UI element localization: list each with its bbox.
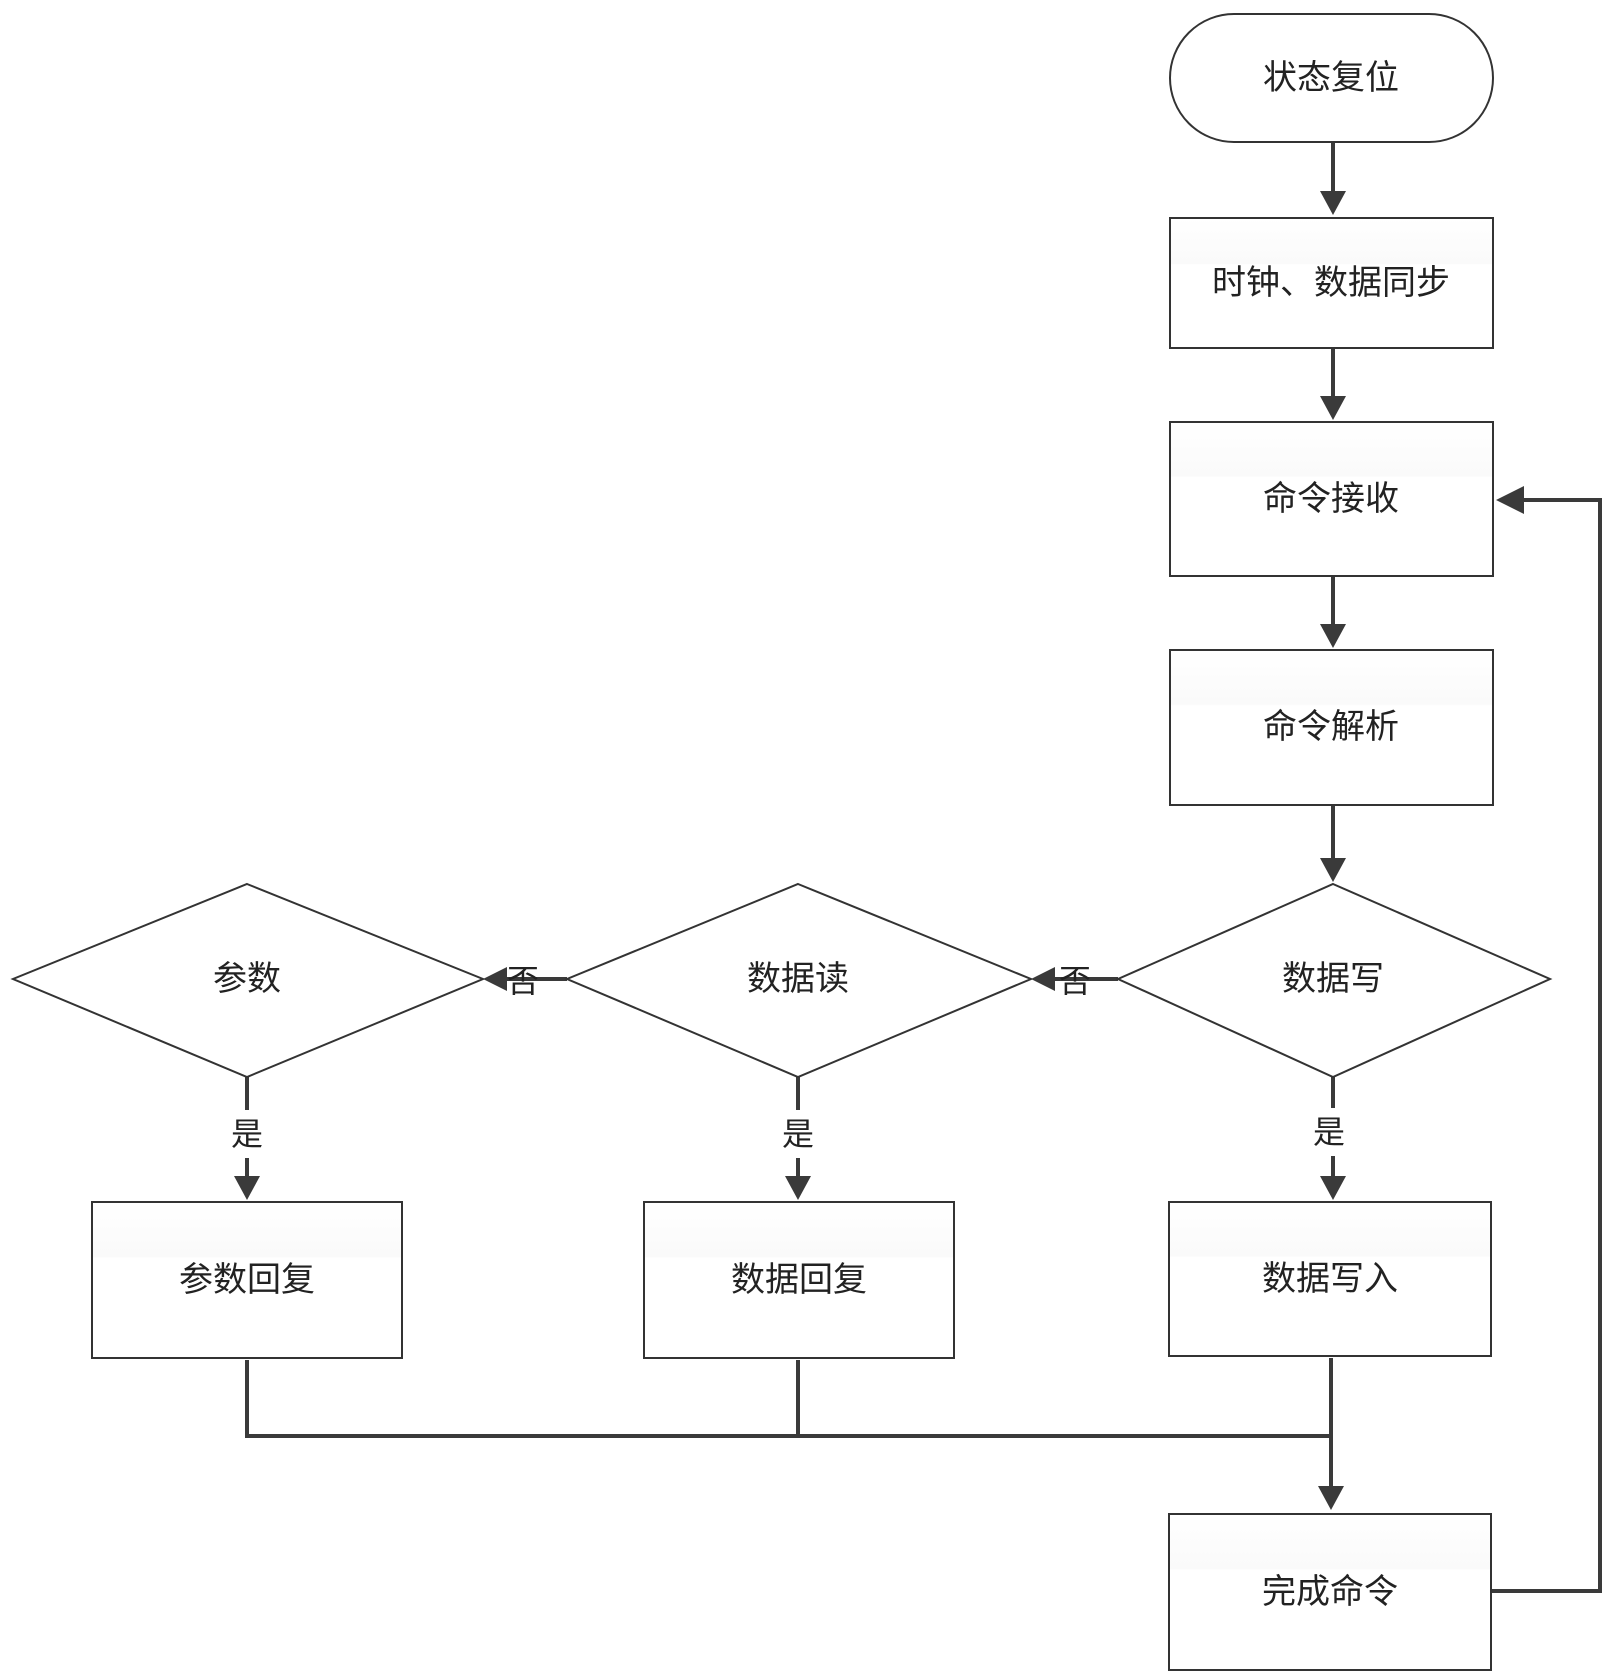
arrowhead-icon xyxy=(785,1176,811,1200)
node-read-check-label: 数据读 xyxy=(747,959,849,999)
arrowhead-icon xyxy=(1320,191,1346,215)
node-read-check: 数据读 xyxy=(564,882,1034,1079)
arrowhead-icon xyxy=(1320,624,1346,648)
label-yes-read: 是 xyxy=(782,1115,814,1153)
node-reset: 状态复位 xyxy=(1169,13,1494,143)
node-recv-label: 命令接收 xyxy=(1263,479,1399,519)
node-parse: 命令解析 xyxy=(1169,649,1494,806)
node-reset-label: 状态复位 xyxy=(1263,58,1399,98)
node-data-reply: 数据回复 xyxy=(643,1201,955,1359)
node-param-reply: 参数回复 xyxy=(91,1201,403,1359)
edge-done-recv-loop xyxy=(1490,498,1602,1593)
edge-param-reply-merge xyxy=(245,1360,1331,1438)
arrowhead-icon xyxy=(483,967,507,991)
arrowhead-icon xyxy=(234,1176,260,1200)
arrowhead-icon xyxy=(1320,858,1346,882)
arrowhead-icon xyxy=(1031,967,1055,991)
node-sync: 时钟、数据同步 xyxy=(1169,217,1494,349)
node-done-label: 完成命令 xyxy=(1262,1572,1398,1612)
node-sync-label: 时钟、数据同步 xyxy=(1212,263,1450,303)
node-param-reply-label: 参数回复 xyxy=(179,1260,315,1300)
node-data-write: 数据写入 xyxy=(1168,1201,1492,1357)
node-data-reply-label: 数据回复 xyxy=(731,1260,867,1300)
node-param-check: 参数 xyxy=(10,882,486,1079)
label-yes-param: 是 xyxy=(231,1115,263,1153)
label-no-write: 否 xyxy=(1059,962,1091,1000)
node-write-check-label: 数据写 xyxy=(1282,959,1384,999)
node-param-check-label: 参数 xyxy=(213,959,281,999)
node-data-write-label: 数据写入 xyxy=(1262,1259,1398,1299)
node-write-check: 数据写 xyxy=(1115,882,1553,1079)
arrowhead-icon xyxy=(1318,1486,1344,1510)
node-done: 完成命令 xyxy=(1168,1513,1492,1671)
arrowhead-icon xyxy=(1320,1176,1346,1200)
node-parse-label: 命令解析 xyxy=(1263,707,1399,747)
node-recv: 命令接收 xyxy=(1169,421,1494,577)
label-yes-write: 是 xyxy=(1313,1113,1345,1151)
arrowhead-icon xyxy=(1320,396,1346,420)
arrowhead-icon xyxy=(1496,486,1524,514)
label-no-read: 否 xyxy=(507,962,539,1000)
